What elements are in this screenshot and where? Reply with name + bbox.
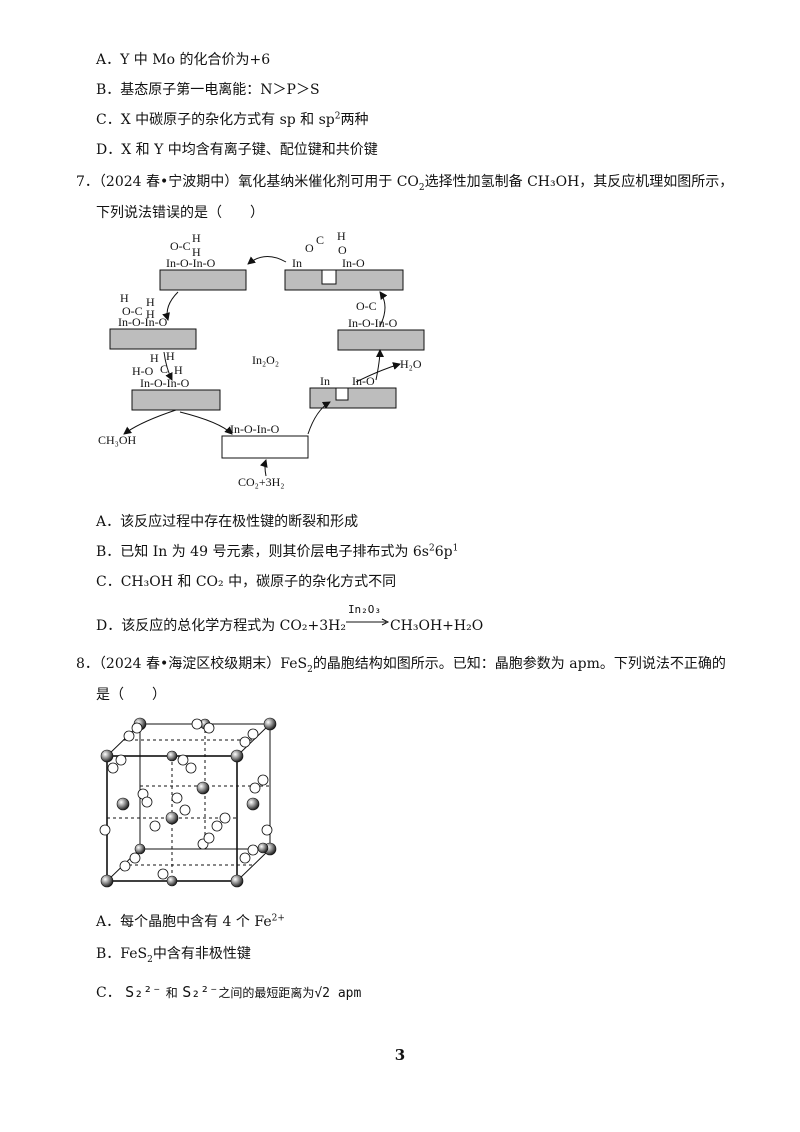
- option-c-prev: C．X 中碳原子的杂化方式有 sp 和 sp2两种: [96, 110, 369, 130]
- svg-text:O-C: O-C: [122, 304, 143, 318]
- catalyst-slab-2: [284, 269, 404, 291]
- svg-text:In: In: [292, 256, 302, 270]
- superscript: 2: [429, 543, 435, 554]
- q7-option-b-mid: 6p: [434, 544, 453, 560]
- svg-text:H: H: [166, 349, 175, 363]
- q8-stem-part2: 的晶胞结构如图所示。已知：晶胞参数为 apm。下列说法不正确的: [312, 656, 726, 672]
- svg-text:H: H: [146, 307, 155, 321]
- oxygen-vacancy-2: [335, 387, 349, 401]
- q7-option-d-tail: CH₃OH+H₂O: [389, 618, 484, 634]
- q8-option-c-label: C．: [96, 985, 121, 1001]
- q7-option-d-text: D．该反应的总化学方程式为 CO₂+3H₂: [96, 618, 346, 634]
- catalyst-label: In₂O₃: [347, 603, 382, 616]
- svg-text:In-O-In-O: In-O-In-O: [140, 376, 190, 390]
- q8-option-c: C． S₂²⁻ 和 S₂²⁻之间的最短距离为√2 apm: [96, 982, 361, 1004]
- oxygen-vacancy-1: [321, 269, 337, 285]
- disulfide-ion-1: S₂²⁻: [125, 983, 162, 1001]
- option-c-tail: 两种: [340, 112, 369, 128]
- option-c-text: C．X 中碳原子的杂化方式有 sp 和 sp: [96, 112, 335, 128]
- option-d-prev: D．X 和 Y 中均含有离子键、配位键和共价键: [96, 142, 378, 158]
- distance-value: √2 apm: [314, 986, 362, 1001]
- q8-option-b-text: B．FeS: [96, 946, 148, 962]
- svg-text:O-C: O-C: [170, 239, 191, 253]
- option-b-prev: B．基态原子第一电离能：N＞P＞S: [96, 82, 320, 98]
- catalyst-slab-1: [159, 269, 247, 291]
- reaction-arrow: In₂O₃: [345, 603, 390, 636]
- superscript: 2: [334, 111, 341, 122]
- svg-text:H: H: [150, 351, 159, 365]
- svg-text:H: H: [192, 245, 201, 259]
- q7-option-a: A．该反应过程中存在极性键的断裂和形成: [96, 514, 359, 530]
- option-a-prev: A．Y 中 Mo 的化合价为+6: [96, 52, 271, 68]
- svg-text:H: H: [120, 291, 129, 305]
- catalyst-slab-6: [309, 387, 397, 409]
- svg-text:In-O-In-O: In-O-In-O: [166, 256, 216, 270]
- q7-stem-part2: 选择性加氢制备 CH₃OH，其反应机理如图所示，: [424, 174, 734, 190]
- svg-text:H: H: [146, 295, 155, 309]
- svg-text:O: O: [305, 241, 314, 255]
- methanol-label: CH₃OH: [98, 433, 137, 447]
- svg-text:In-O-In-O: In-O-In-O: [118, 315, 168, 329]
- catalyst-slab-5: [131, 389, 221, 411]
- q7-stem-part1: 7．（2024 春•宁波期中）氧化基纳米催化剂可用于 CO: [76, 174, 419, 190]
- svg-text:In-O: In-O: [352, 374, 375, 388]
- disulfide-ion-2: S₂²⁻: [182, 983, 219, 1001]
- svg-text:In-O: In-O: [342, 256, 365, 270]
- svg-text:O-C: O-C: [356, 299, 377, 313]
- question-7-stem: 7．（2024 春•宁波期中）氧化基纳米催化剂可用于 CO2选择性加氢制备 CH…: [76, 172, 733, 192]
- q8-stem-part1: 8．（2024 春•海淀区校级期末）FeS: [76, 656, 308, 672]
- catalyst-slab-3: [109, 328, 197, 350]
- svg-text:H: H: [192, 231, 201, 245]
- svg-text:H: H: [174, 363, 183, 377]
- q8-option-a-text: A．每个晶胞中含有 4 个 Fe: [96, 914, 272, 930]
- reactants-label: CO₂+3H₂: [238, 475, 284, 489]
- question-7-stem-line2: 下列说法错误的是（ ）: [96, 205, 264, 221]
- q7-option-c: C．CH₃OH 和 CO₂ 中，碳原子的杂化方式不同: [96, 574, 397, 590]
- q7-option-b: B．已知 In 为 49 号元素，则其价层电子排布式为 6s26p1: [96, 542, 458, 562]
- svg-text:C: C: [160, 362, 168, 376]
- water-label: H₂O: [400, 357, 422, 371]
- question-8-stem: 8．（2024 春•海淀区校级期末）FeS2的晶胞结构如图所示。已知：晶胞参数为…: [76, 654, 726, 674]
- fes2-unit-cell: [99, 717, 277, 888]
- catalyst-slab-7: [221, 435, 309, 459]
- svg-text:In-O-In-O: In-O-In-O: [230, 422, 280, 436]
- q8-option-b: B．FeS2中含有非极性键: [96, 944, 251, 964]
- q7-option-b-text: B．已知 In 为 49 号元素，则其价层电子排布式为 6s: [96, 544, 429, 560]
- q8-option-b-tail: 中含有非极性键: [152, 946, 251, 962]
- q8-option-c-text: 之间的最短距离为: [218, 986, 315, 1000]
- catalyst-slab-4: [337, 329, 425, 351]
- superscript: 1: [452, 543, 459, 554]
- subscript: 2: [307, 664, 313, 675]
- superscript: 2+: [271, 913, 285, 924]
- subscript: 2: [418, 182, 425, 193]
- page-number: 3: [394, 1046, 406, 1064]
- svg-text:H: H: [337, 229, 346, 243]
- q8-option-a: A．每个晶胞中含有 4 个 Fe2+: [96, 912, 285, 932]
- subscript: 2: [147, 954, 153, 965]
- center-label: In₂O₂: [252, 353, 279, 367]
- svg-text:In: In: [320, 374, 330, 388]
- svg-text:H-O: H-O: [132, 364, 154, 378]
- crystal-cell-figure: [95, 708, 285, 893]
- svg-text:C: C: [316, 233, 324, 247]
- conjunction: 和: [165, 986, 178, 1000]
- svg-text:O: O: [338, 243, 347, 257]
- question-8-stem-line2: 是（ ）: [96, 687, 166, 703]
- svg-text:In-O-In-O: In-O-In-O: [348, 316, 398, 330]
